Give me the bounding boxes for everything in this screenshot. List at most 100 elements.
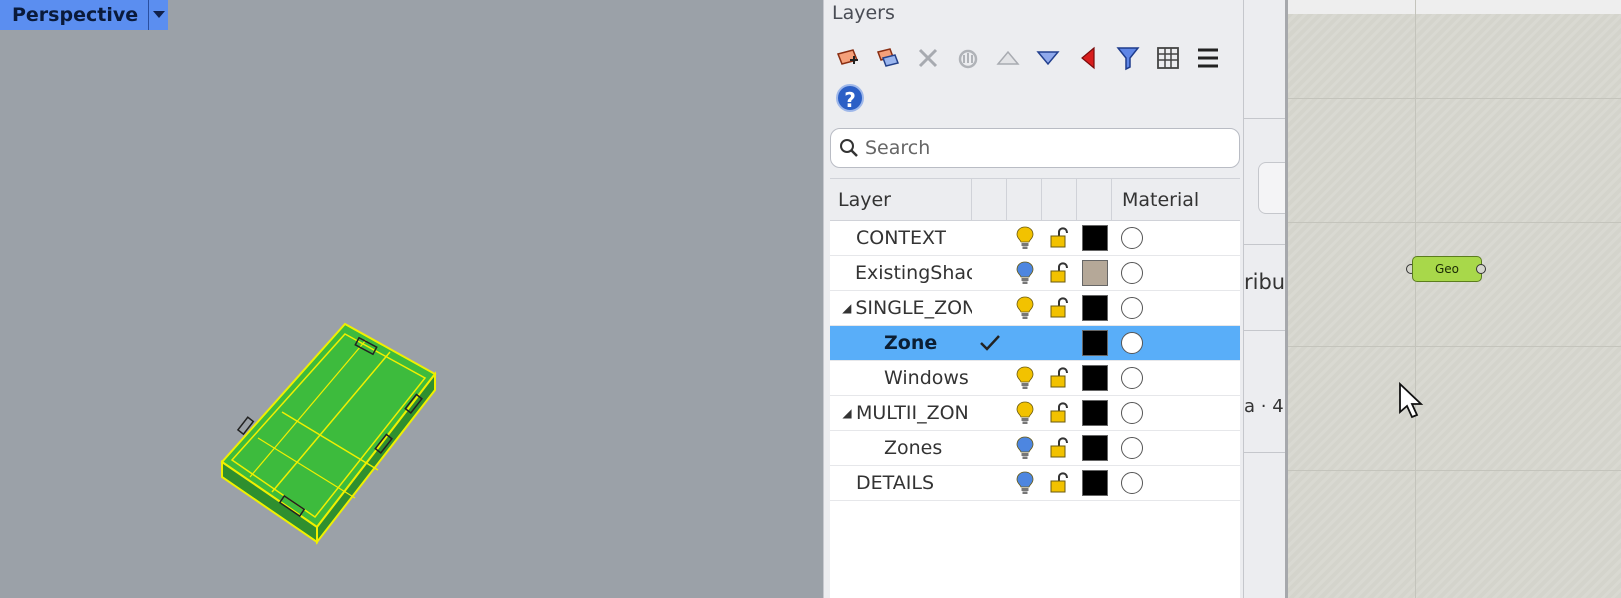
- layer-color-cell[interactable]: [1077, 365, 1112, 391]
- layer-name-cell[interactable]: CONTEXT: [830, 227, 972, 249]
- help-button[interactable]: ?: [836, 84, 864, 112]
- menu-icon[interactable]: [1192, 42, 1224, 74]
- layer-row[interactable]: DETAILS: [830, 466, 1240, 501]
- divider: [1244, 118, 1285, 119]
- divider: [1244, 330, 1285, 331]
- unlock-icon: [1050, 227, 1068, 248]
- layer-name: Zone: [884, 332, 938, 354]
- lightbulb-icon: [1016, 226, 1033, 249]
- layer-color-cell[interactable]: [1077, 470, 1112, 496]
- material-cell[interactable]: [1112, 297, 1152, 319]
- material-cell[interactable]: [1112, 367, 1152, 389]
- layer-row[interactable]: Zones: [830, 431, 1240, 466]
- layer-color-cell[interactable]: [1077, 260, 1112, 286]
- layer-name-cell[interactable]: DETAILS: [830, 472, 972, 494]
- layer-name: DETAILS: [856, 472, 935, 494]
- material-cell[interactable]: [1112, 332, 1152, 354]
- properties-panel-fragment: ribu a · 4: [1243, 0, 1285, 598]
- layer-row[interactable]: Zone: [830, 326, 1240, 361]
- filter-icon[interactable]: [1112, 42, 1144, 74]
- zone-wireframe-model[interactable]: [210, 322, 460, 552]
- visibility-cell[interactable]: [1007, 261, 1042, 285]
- visibility-cell[interactable]: [1007, 471, 1042, 495]
- layer-color-cell[interactable]: [1077, 295, 1112, 321]
- material-cell[interactable]: [1112, 472, 1152, 494]
- expander-icon[interactable]: ◢: [842, 301, 852, 315]
- unlock-icon: [1050, 472, 1068, 493]
- output-port[interactable]: [1476, 264, 1486, 274]
- color-swatch: [1081, 435, 1108, 461]
- color-swatch: [1081, 470, 1108, 496]
- material-cell[interactable]: [1112, 437, 1152, 459]
- layer-name-cell[interactable]: ExistingShac: [830, 262, 972, 284]
- column-header-layer[interactable]: Layer: [830, 179, 972, 220]
- column-header-color[interactable]: [1077, 179, 1112, 220]
- layer-color-cell[interactable]: [1077, 435, 1112, 461]
- layer-row[interactable]: Windows: [830, 361, 1240, 396]
- lock-cell[interactable]: [1042, 437, 1077, 459]
- column-header-current[interactable]: [972, 179, 1007, 220]
- panel-button-fragment[interactable]: [1258, 162, 1285, 214]
- layer-color-cell[interactable]: [1077, 225, 1112, 251]
- visibility-cell[interactable]: [1007, 436, 1042, 460]
- value-fragment: a · 4: [1244, 396, 1284, 417]
- layer-name-cell[interactable]: Windows: [830, 367, 972, 389]
- layers-panel: Layers ?: [823, 0, 1276, 598]
- layer-row[interactable]: ◢ MULTII_ZON: [830, 396, 1240, 431]
- layer-color-cell[interactable]: [1077, 330, 1112, 356]
- lock-cell[interactable]: [1042, 472, 1077, 494]
- geo-component[interactable]: Geo: [1412, 256, 1482, 282]
- layer-name: SINGLE_ZON: [855, 297, 972, 319]
- visibility-cell[interactable]: [1007, 226, 1042, 250]
- viewport-tab[interactable]: Perspective: [0, 0, 169, 30]
- layer-name-cell[interactable]: Zones: [830, 437, 972, 459]
- material-cell[interactable]: [1112, 402, 1152, 424]
- grid-line: [1288, 222, 1621, 223]
- material-icon: [1121, 297, 1143, 319]
- lock-cell[interactable]: [1042, 297, 1077, 319]
- move-down-icon[interactable]: [1032, 42, 1064, 74]
- perspective-viewport[interactable]: Perspective: [0, 0, 823, 598]
- lock-cell[interactable]: [1042, 402, 1077, 424]
- lightbulb-icon: [1016, 366, 1033, 389]
- visibility-cell[interactable]: [1007, 366, 1042, 390]
- material-cell[interactable]: [1112, 227, 1152, 249]
- purge-layer-button[interactable]: [952, 42, 984, 74]
- grasshopper-canvas[interactable]: Geo: [1285, 0, 1621, 598]
- table-view-icon[interactable]: [1152, 42, 1184, 74]
- move-up-icon[interactable]: [992, 42, 1024, 74]
- layer-name-cell[interactable]: ◢ MULTII_ZON: [830, 402, 972, 424]
- new-layer-button[interactable]: [832, 42, 864, 74]
- layer-row[interactable]: CONTEXT: [830, 221, 1240, 256]
- grid-line: [1288, 346, 1621, 347]
- visibility-cell[interactable]: [1007, 401, 1042, 425]
- lock-cell[interactable]: [1042, 227, 1077, 249]
- layer-table-empty-area[interactable]: [830, 501, 1240, 598]
- column-header-material[interactable]: Material: [1122, 189, 1200, 211]
- column-header-lock[interactable]: [1042, 179, 1077, 220]
- visibility-cell[interactable]: [1007, 296, 1042, 320]
- new-sublayer-button[interactable]: [872, 42, 904, 74]
- layer-name-cell[interactable]: ◢SINGLE_ZON: [830, 297, 972, 319]
- current-layer-cell[interactable]: [972, 334, 1007, 352]
- material-icon: [1121, 367, 1143, 389]
- unlock-icon: [1050, 402, 1068, 423]
- column-header-visible[interactable]: [1007, 179, 1042, 220]
- layer-name-cell[interactable]: Zone: [830, 332, 972, 354]
- lock-cell[interactable]: [1042, 262, 1077, 284]
- layer-name: MULTII_ZON: [856, 402, 969, 424]
- search-input[interactable]: [865, 137, 1225, 159]
- delete-layer-button[interactable]: [912, 42, 944, 74]
- expander-icon[interactable]: ◢: [842, 406, 852, 420]
- material-cell[interactable]: [1112, 262, 1152, 284]
- lock-cell[interactable]: [1042, 367, 1077, 389]
- layer-row[interactable]: ◢SINGLE_ZON: [830, 291, 1240, 326]
- color-swatch: [1081, 400, 1108, 426]
- grid-line: [1288, 470, 1621, 471]
- viewport-menu-arrow-icon[interactable]: [148, 0, 168, 30]
- layer-row[interactable]: ExistingShac: [830, 256, 1240, 291]
- layer-color-cell[interactable]: [1077, 400, 1112, 426]
- move-to-parent-icon[interactable]: [1072, 42, 1104, 74]
- color-swatch: [1081, 365, 1108, 391]
- search-box[interactable]: [830, 128, 1240, 168]
